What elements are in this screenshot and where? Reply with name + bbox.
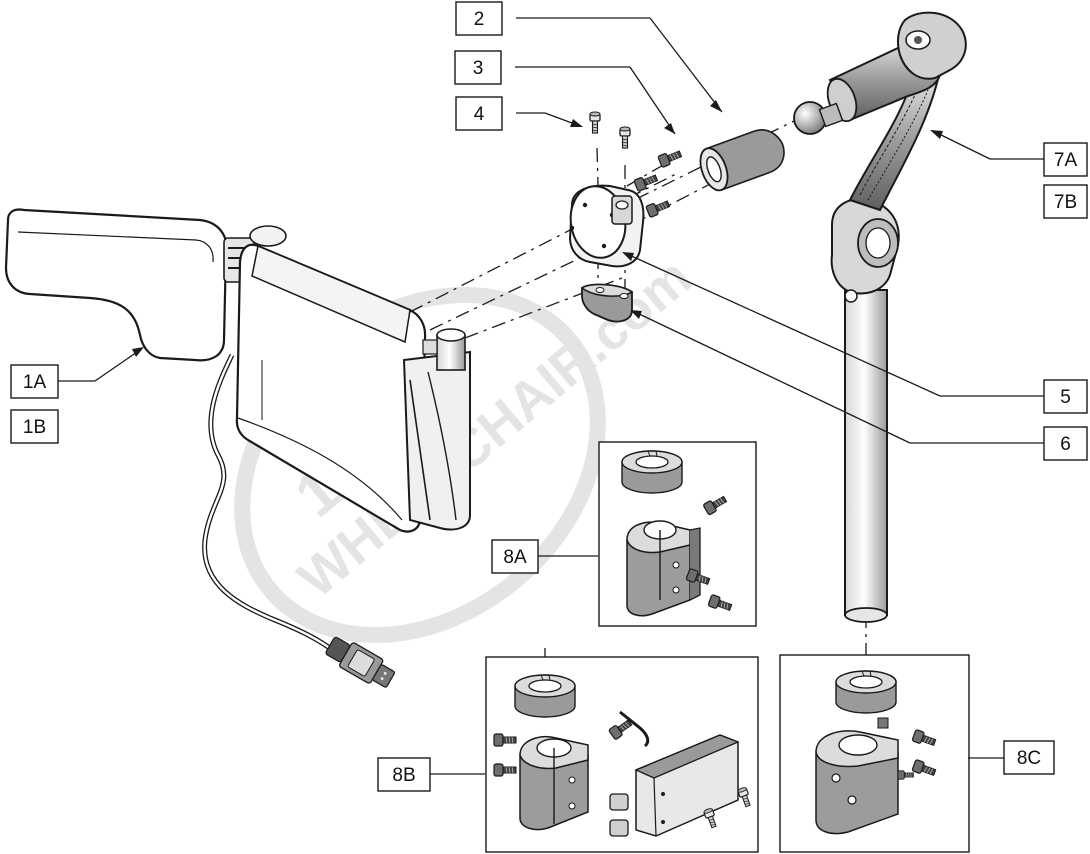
callout-8b-label: 8B bbox=[392, 765, 415, 786]
callout-3-label: 3 bbox=[473, 58, 484, 79]
callout-8c-label: 8C bbox=[1017, 748, 1041, 769]
cap-screw-2 bbox=[619, 126, 631, 149]
detail-box-8b bbox=[485, 656, 759, 853]
callout-1b: 1B bbox=[10, 409, 59, 444]
callout-8b: 8B bbox=[377, 757, 431, 792]
callout-8c: 8C bbox=[1003, 740, 1055, 775]
set-screw-1 bbox=[657, 147, 684, 169]
lower-clamp-half bbox=[580, 283, 634, 323]
callout-6: 6 bbox=[1043, 426, 1088, 461]
callout-8a: 8A bbox=[491, 539, 539, 574]
callout-3: 3 bbox=[454, 50, 502, 85]
ball-joint-icon bbox=[793, 101, 827, 135]
callout-4-label: 4 bbox=[474, 104, 485, 125]
leader-lines bbox=[58, 17, 1046, 775]
db9-connector-icon bbox=[325, 636, 395, 688]
callout-4: 4 bbox=[455, 96, 503, 131]
joystick-cable bbox=[202, 353, 395, 688]
set-screw-3 bbox=[645, 197, 672, 219]
callout-2: 2 bbox=[455, 1, 503, 36]
callout-6-label: 6 bbox=[1060, 434, 1071, 455]
joystick-module bbox=[4, 208, 471, 533]
callout-7b-label: 7B bbox=[1054, 192, 1077, 213]
joystick-handle-icon bbox=[4, 208, 228, 362]
arrowheads bbox=[132, 100, 943, 357]
callout-1a-label: 1A bbox=[23, 372, 47, 393]
callout-7a: 7A bbox=[1043, 142, 1088, 177]
callout-1b-label: 1B bbox=[23, 417, 46, 438]
swing-arm bbox=[793, 11, 967, 623]
callout-7a-label: 7A bbox=[1054, 150, 1078, 171]
detail-box-8c bbox=[779, 654, 970, 853]
callout-2-label: 2 bbox=[474, 9, 485, 30]
callout-5: 5 bbox=[1043, 379, 1088, 414]
detail-box-8a bbox=[598, 441, 757, 627]
mount-bracket bbox=[568, 184, 645, 268]
clamp-collar bbox=[699, 129, 785, 192]
callout-8a-label: 8A bbox=[503, 547, 527, 568]
cap-screw-1 bbox=[589, 111, 601, 134]
callout-5-label: 5 bbox=[1060, 387, 1071, 408]
callout-1a: 1A bbox=[10, 364, 59, 399]
callout-7b: 7B bbox=[1043, 184, 1088, 219]
